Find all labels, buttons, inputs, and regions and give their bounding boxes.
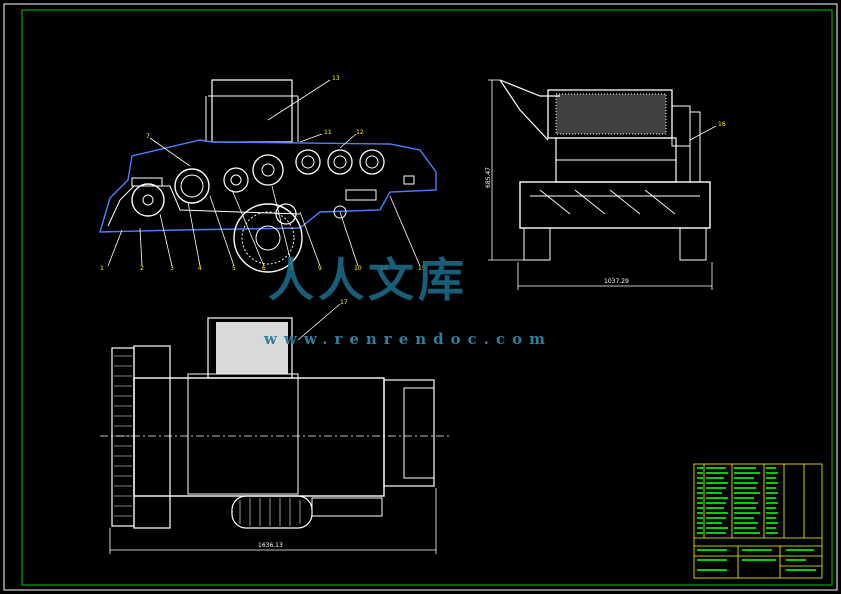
watermark-logo-text: 人人文库 [268,253,468,307]
part-number: 12 [356,129,364,136]
parts-list-rows [697,467,816,571]
watermark-url: www.renrendoc.com [264,330,553,348]
part-number: 5 [232,265,236,272]
outer-frame [3,3,838,591]
part-number: 10 [354,265,362,272]
part-number: 9 [318,265,322,272]
part-number: 6 [262,265,266,272]
drawing-border [21,9,833,586]
part-number: 3 [170,265,174,272]
part-number: 11 [324,129,332,136]
part-number: 7 [146,133,150,140]
part-number: 2 [140,265,144,272]
part-number: 15 [418,265,426,272]
side-view: 685.47 1037.29 [485,79,717,290]
front-view: 1 2 3 4 5 6 7 8 9 10 11 12 13 14 15 16 1… [99,75,726,306]
part-number: 8 [290,265,294,272]
top-view: 1636.13 [100,303,450,554]
part-number: 17 [340,299,348,306]
part-number: 4 [198,265,202,272]
top-length-dimension: 1636.13 [258,542,283,549]
part-number: 1 [100,265,104,272]
part-number: 13 [332,75,340,82]
side-width-dimension: 1037.29 [604,278,629,285]
part-number: 14 [380,265,388,272]
side-height-dimension: 685.47 [485,167,492,188]
title-block [693,463,823,579]
part-number: 16 [718,121,726,128]
